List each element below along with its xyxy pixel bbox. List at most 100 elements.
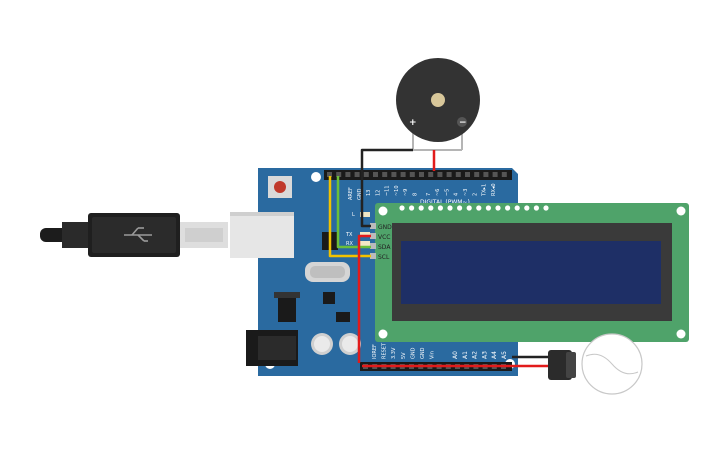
digital-header-slot[interactable]	[336, 172, 342, 177]
lcd-top-pad	[543, 205, 549, 211]
power-pin-label: Vin	[430, 351, 436, 359]
digital-header-slot[interactable]	[428, 172, 434, 177]
digital-header-slot[interactable]	[501, 172, 507, 177]
digital-header-slot[interactable]	[354, 172, 360, 177]
usb-metal-inner	[185, 228, 223, 242]
usb-b-jack-edge	[230, 212, 294, 216]
digital-header-slot[interactable]	[419, 172, 424, 177]
digital-pin-label: 4	[454, 193, 460, 196]
analog-pin-label: A2	[472, 351, 479, 359]
usb-cable	[40, 213, 228, 257]
led-rx	[360, 241, 370, 246]
digital-header-slot[interactable]	[400, 172, 406, 177]
lcd-top-pad	[437, 205, 443, 211]
pin-label-gnd-top: GND	[357, 188, 363, 200]
digital-header-slot[interactable]	[363, 172, 369, 177]
usb-icon	[124, 227, 152, 242]
digital-pin-label: RX◂0	[491, 183, 497, 196]
voltage-regulator	[278, 296, 296, 322]
power-pin-label: GND	[410, 347, 416, 359]
digital-pin-label: TX▸1	[482, 184, 488, 197]
lcd-top-pad	[399, 205, 405, 211]
lcd-hole-3	[378, 329, 388, 339]
digital-header-slot[interactable]	[437, 172, 443, 177]
digital-pin-label: ~6	[435, 189, 441, 196]
digital-header-slot[interactable]	[483, 172, 489, 177]
digital-pin-label: ~9	[403, 189, 409, 196]
digital-pin-label: 7	[426, 193, 432, 196]
usb-strain-relief	[62, 222, 92, 248]
digital-header-slot[interactable]	[446, 172, 452, 177]
reset-button-cap[interactable]	[274, 181, 286, 193]
led-l-label: L	[352, 212, 355, 218]
lcd-i2c-pins: GND VCC SDA SCL	[370, 223, 392, 261]
lcd-pin-label-sda: SDA	[378, 244, 391, 251]
lcd-top-pad	[476, 205, 482, 211]
lcd-pin-scl[interactable]	[370, 253, 376, 259]
lcd-top-pad	[428, 205, 434, 211]
lcd-hole-4	[676, 329, 686, 339]
digital-pin-label: 13	[366, 190, 372, 196]
lcd-pin-label-scl: SCL	[378, 254, 390, 261]
usb-b-jack	[230, 212, 294, 258]
digital-header-slot[interactable]	[345, 172, 351, 177]
lcd-pin-sda[interactable]	[370, 243, 376, 249]
power-pin-label: 3.3V	[391, 347, 397, 359]
lcd-top-pad	[524, 205, 530, 211]
analog-pin-label: A3	[481, 351, 488, 359]
digital-header-slot[interactable]	[327, 172, 332, 177]
bulb-socket-rim	[566, 352, 576, 378]
capacitor-2-top	[342, 336, 358, 352]
led-l	[360, 212, 370, 217]
lcd-top-pad	[418, 205, 424, 211]
wire-scl-yellow	[328, 176, 371, 258]
led-rx-label: RX	[346, 241, 353, 247]
smd-chip	[336, 312, 350, 322]
light-bulb	[548, 333, 643, 395]
pin-label-aref: AREF	[348, 187, 354, 200]
lcd-top-pad	[514, 205, 520, 211]
piezo-buzzer: + −	[396, 58, 480, 151]
dc-power-jack-inner	[258, 336, 296, 360]
digital-header-slot[interactable]	[382, 172, 388, 177]
lcd-top-pad	[495, 205, 501, 211]
capacitor-1-top	[314, 336, 330, 352]
buzzer-plus-label: +	[409, 118, 417, 128]
digital-pin-label: ~5	[444, 189, 450, 196]
lcd-pin-gnd[interactable]	[370, 223, 376, 229]
digital-header-slot[interactable]	[455, 172, 461, 177]
digital-pin-label: ~3	[463, 189, 469, 196]
lcd-top-pads	[399, 205, 549, 211]
lcd-top-pad	[447, 205, 453, 211]
analog-pin-label: A4	[491, 351, 498, 359]
lcd-pin-label-gnd: GND	[378, 224, 392, 231]
digital-pin-label: ~11	[385, 185, 391, 196]
analog-pin-label: A1	[462, 351, 469, 359]
wire-vcc-red	[357, 234, 371, 363]
lcd-pin-label-vcc: VCC	[378, 234, 390, 241]
power-pin-label: GND	[420, 347, 426, 359]
digital-header-slot[interactable]	[373, 172, 378, 177]
digital-pin-label: ~10	[394, 185, 400, 196]
digital-header-slot[interactable]	[465, 172, 470, 177]
buzzer-center	[431, 93, 445, 107]
digital-header-slot[interactable]	[474, 172, 480, 177]
lcd-top-pad	[466, 205, 472, 211]
digital-header-slot[interactable]	[409, 172, 415, 177]
digital-header-slot[interactable]	[391, 172, 397, 177]
analog-pin-label: A5	[501, 351, 508, 359]
power-pin-label: RESET	[382, 342, 388, 359]
lcd-top-pad	[533, 205, 540, 211]
lcd-top-pad	[485, 205, 491, 211]
wires	[328, 148, 548, 368]
analog-pin-label: A0	[452, 351, 459, 359]
mount-hole-1	[311, 172, 321, 182]
lcd-pin-vcc[interactable]	[370, 233, 376, 239]
digital-pin-label: 8	[413, 193, 419, 196]
digital-header-slot[interactable]	[492, 172, 498, 177]
buzzer-minus-label: −	[459, 118, 467, 128]
power-pin-label: IOREF	[372, 344, 378, 359]
